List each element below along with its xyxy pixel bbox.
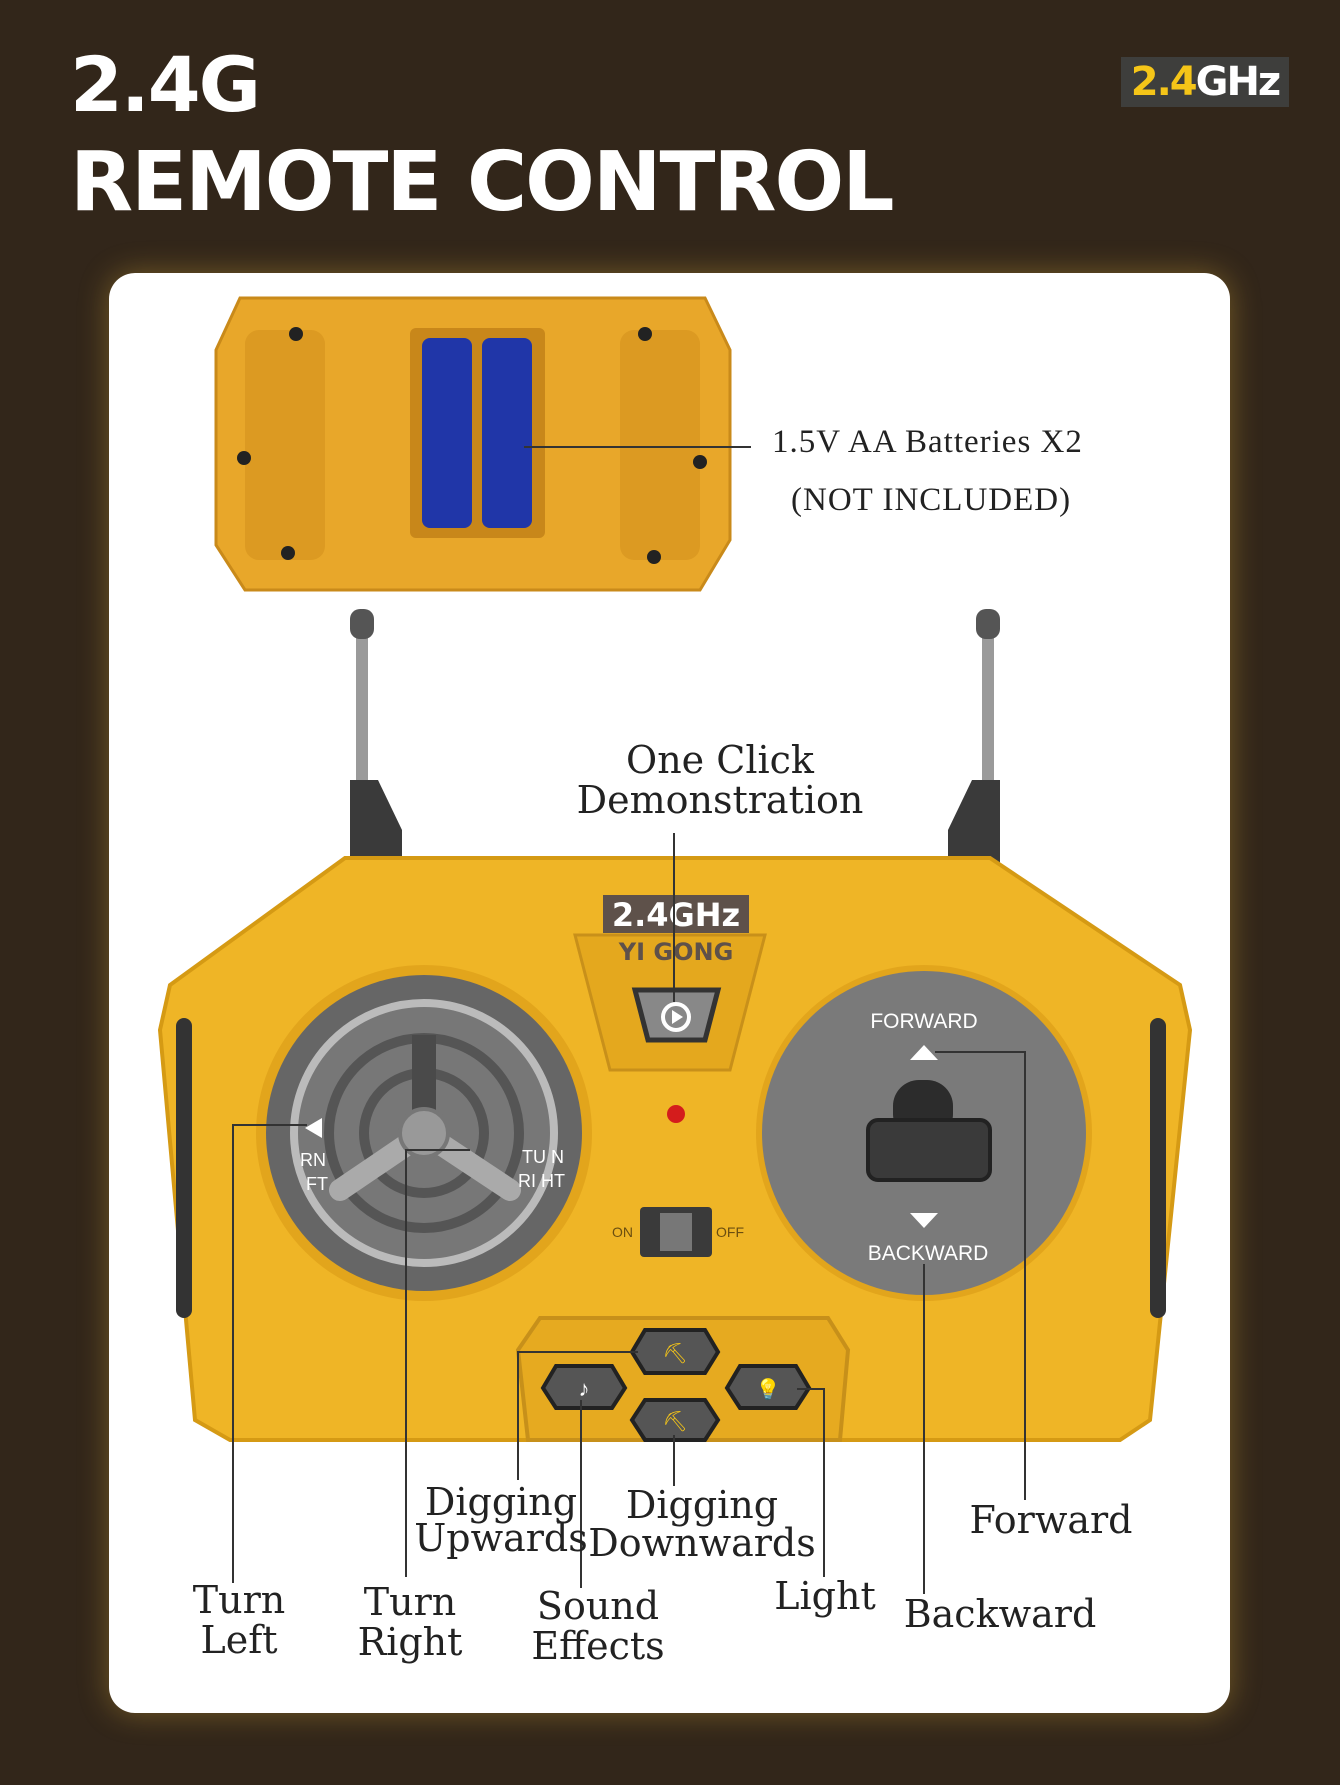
callout-light: Light [774,1574,876,1618]
steering-wheel[interactable]: RN FT TU N RI HT [256,965,592,1301]
badge-number: 2.4 [1130,59,1198,105]
svg-text:TU N: TU N [522,1147,564,1167]
up-arrow-icon [910,1045,938,1060]
title-line-1: 2.4G [70,40,261,129]
battery-note: (NOT INCLUDED) [791,482,1072,518]
svg-text:♪: ♪ [579,1376,590,1401]
frequency-badge: 2.4GHz [1121,57,1289,107]
throttle-stick[interactable]: FORWARD BACKWARD [756,965,1092,1301]
title-line-2: REMOTE CONTROL [70,135,895,230]
sound-effects-button[interactable]: ♪ [540,1364,628,1410]
svg-text:⛏: ⛏ [662,1411,687,1433]
svg-text:💡: 💡 [756,1377,781,1401]
power-led [667,1105,685,1123]
demo-button[interactable] [631,987,722,1043]
svg-text:ON: ON [612,1224,633,1240]
svg-text:⛏: ⛏ [662,1343,687,1365]
forward-marking: FORWARD [870,1010,977,1033]
battery-2 [482,338,532,528]
svg-text:FT: FT [306,1174,328,1194]
antenna-right [948,609,1000,870]
leader-lines [232,446,1026,1594]
antenna-left [350,609,402,870]
backward-marking: BACKWARD [868,1242,989,1265]
badge-unit: GHz [1195,59,1282,105]
svg-text:OFF: OFF [716,1224,744,1240]
battery-spec: 1.5V AA Batteries X2 [772,424,1083,460]
callout-backward: Backward [903,1592,1097,1636]
brand-frequency: 2.4GHz [612,896,740,934]
svg-text:RN: RN [300,1150,326,1170]
battery-1 [422,338,472,528]
power-switch[interactable]: ON OFF [612,1207,744,1257]
callout-forward: Forward [969,1498,1133,1542]
battery-pack [214,296,732,592]
svg-text:RI HT: RI HT [518,1171,565,1191]
brand-name: YI GONG [618,938,734,966]
digging-downwards-button[interactable]: ⛏ [629,1398,721,1442]
digging-upwards-button[interactable]: ⛏ [629,1328,721,1375]
light-button[interactable]: 💡 [724,1364,812,1410]
down-arrow-icon [910,1213,938,1228]
left-arrow-icon [305,1118,322,1138]
